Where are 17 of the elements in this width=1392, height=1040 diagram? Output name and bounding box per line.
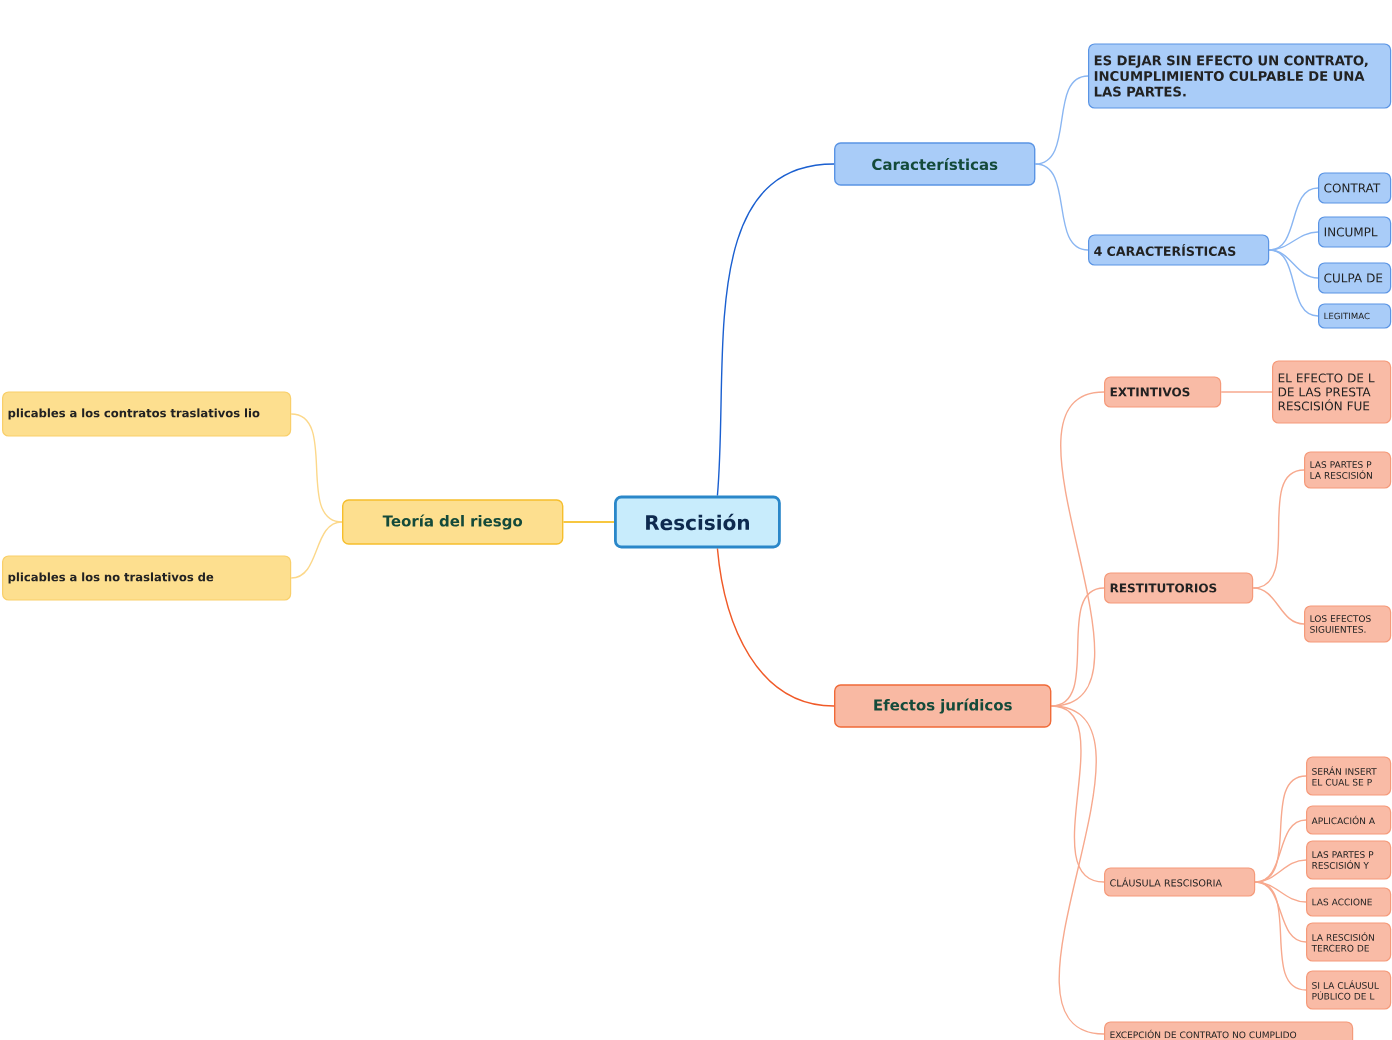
connector-line	[716, 547, 835, 707]
connector-line	[716, 163, 835, 497]
connector-line	[1050, 705, 1105, 1035]
connector-line	[290, 413, 343, 523]
connector-line	[1252, 469, 1305, 589]
connector-line	[1268, 231, 1319, 251]
connector-line	[290, 521, 343, 579]
connector-line	[1034, 163, 1089, 251]
connector-line	[1220, 391, 1273, 393]
connector-line	[1034, 75, 1089, 165]
central-topic-box: Rescisión	[614, 495, 781, 549]
connector-line	[1268, 249, 1319, 317]
connector-line	[1254, 859, 1307, 883]
connector-line	[1254, 819, 1307, 883]
connector-line	[562, 521, 615, 523]
connector-line	[1252, 587, 1305, 625]
connector-line	[1254, 881, 1307, 991]
